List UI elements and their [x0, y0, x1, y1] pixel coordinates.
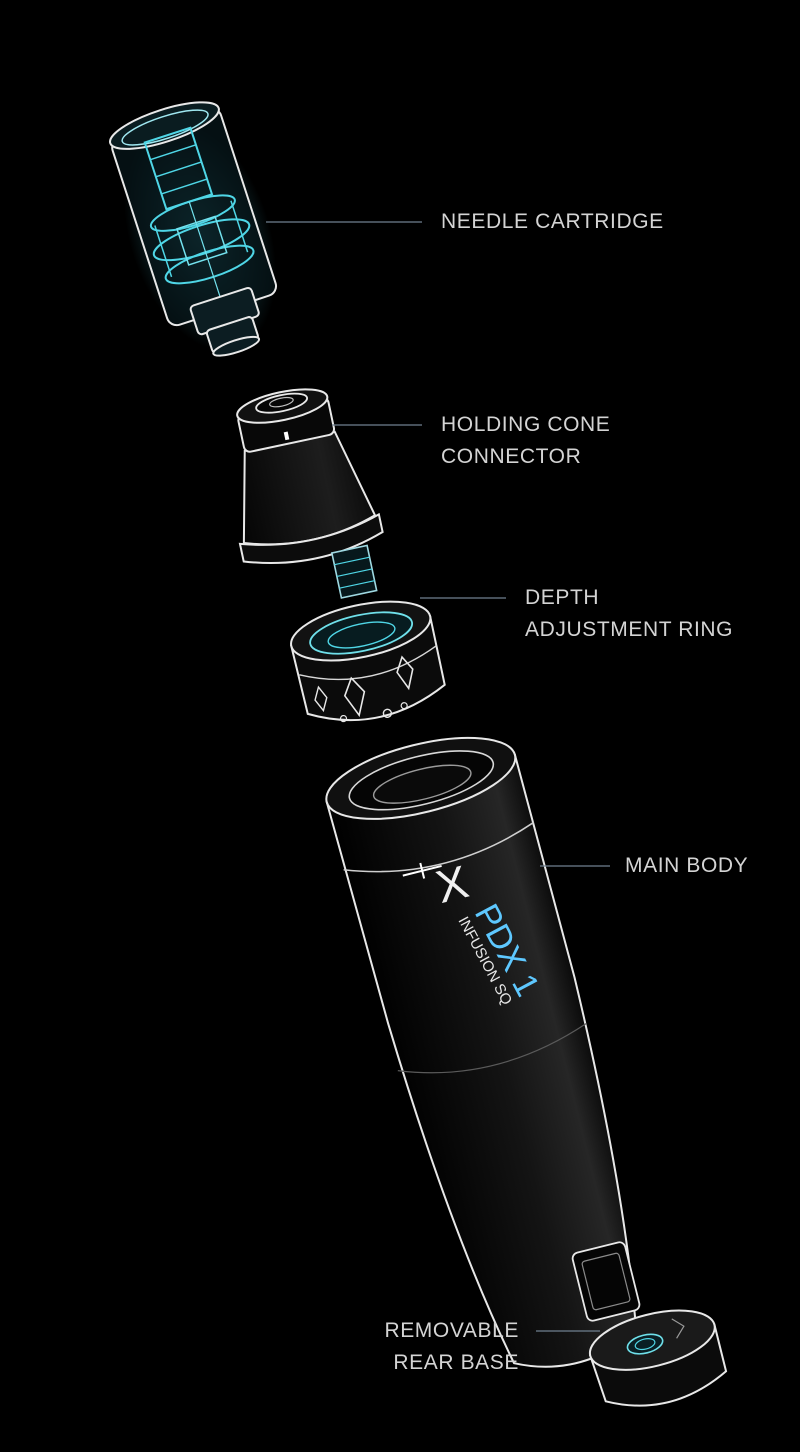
label-rear-base-line2: REAR BASE: [393, 1351, 519, 1374]
label-depth-ring-line2: ADJUSTMENT RING: [525, 618, 734, 641]
depth-adjustment-ring: [290, 600, 446, 723]
leader-lines: [266, 221, 610, 1332]
label-holding-cone-line1: HOLDING CONE: [441, 413, 611, 436]
removable-rear-base: [588, 1309, 728, 1407]
label-rear-base-line1: REMOVABLE: [384, 1319, 519, 1342]
label-main-body: MAIN BODY: [625, 850, 748, 882]
label-needle-cartridge: NEEDLE CARTRIDGE: [441, 206, 664, 238]
label-holding-cone-line2: CONNECTOR: [441, 445, 582, 468]
holding-cone-connector: [236, 388, 384, 599]
label-main-body-text: MAIN BODY: [625, 854, 749, 877]
label-holding-cone-connector: HOLDING CONE CONNECTOR: [441, 409, 610, 473]
main-body: [325, 736, 641, 1368]
label-removable-rear-base: REMOVABLE REAR BASE: [384, 1315, 519, 1379]
needle-cartridge: [109, 101, 278, 357]
label-depth-adjustment-ring: DEPTH ADJUSTMENT RING: [525, 582, 733, 646]
label-depth-ring-line1: DEPTH: [525, 586, 600, 609]
label-needle-cartridge-text: NEEDLE CARTRIDGE: [441, 210, 664, 233]
